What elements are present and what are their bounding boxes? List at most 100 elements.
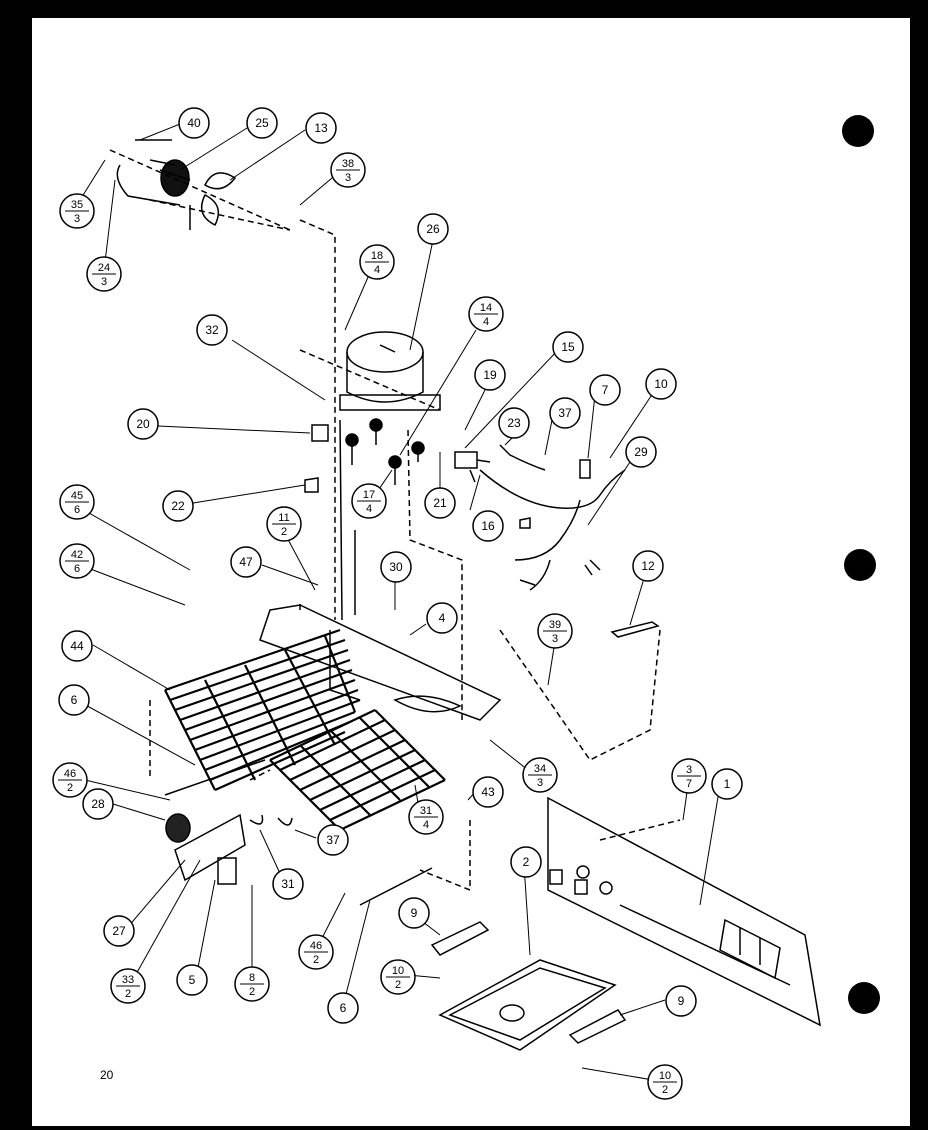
callout-circle bbox=[103, 915, 135, 947]
callout-number: 6 bbox=[340, 1001, 347, 1015]
callout-denominator: 6 bbox=[74, 504, 80, 516]
callout-circle bbox=[417, 213, 449, 245]
condenser-coil bbox=[164, 628, 361, 792]
leader-lines bbox=[79, 123, 721, 1083]
callout-42-6: 426 bbox=[59, 543, 95, 579]
callout-10-2a: 102 bbox=[380, 959, 416, 995]
callout-denominator: 2 bbox=[67, 782, 73, 794]
callout-number: 28 bbox=[91, 797, 105, 811]
callout-8-2: 82 bbox=[234, 966, 270, 1002]
callout-2: 2 bbox=[510, 846, 542, 878]
callout-number: 7 bbox=[602, 383, 609, 397]
callout-circle bbox=[82, 788, 114, 820]
callout-number: 40 bbox=[187, 116, 201, 130]
callout-46-2a: 462 bbox=[52, 762, 88, 798]
callout-10-2b: 102 bbox=[647, 1064, 683, 1100]
callout-denominator: 7 bbox=[686, 778, 692, 790]
callout-denominator: 3 bbox=[345, 172, 351, 184]
callout-numerator: 10 bbox=[659, 1070, 671, 1082]
callout-circle bbox=[317, 824, 349, 856]
callout-25: 25 bbox=[246, 107, 278, 139]
callout-number: 16 bbox=[481, 519, 495, 533]
callout-circle bbox=[549, 397, 581, 429]
callout-number: 4 bbox=[439, 611, 446, 625]
callout-4: 4 bbox=[426, 602, 458, 634]
callout-number: 37 bbox=[326, 833, 340, 847]
callout-numerator: 38 bbox=[342, 158, 354, 170]
callout-circle bbox=[398, 897, 430, 929]
callout-21: 21 bbox=[424, 487, 456, 519]
callout-number: 2 bbox=[523, 855, 530, 869]
callout-17-4: 174 bbox=[351, 483, 387, 519]
callout-22: 22 bbox=[162, 490, 194, 522]
callout-circle bbox=[246, 107, 278, 139]
callout-number: 32 bbox=[205, 323, 219, 337]
callout-number: 13 bbox=[314, 121, 328, 135]
callout-35-3: 353 bbox=[59, 193, 95, 229]
callout-28: 28 bbox=[82, 788, 114, 820]
callout-16: 16 bbox=[472, 510, 504, 542]
page-number: 20 bbox=[100, 1068, 114, 1082]
callout-circle bbox=[632, 550, 664, 582]
callout-number: 21 bbox=[433, 496, 447, 510]
binder-hole bbox=[848, 982, 880, 1014]
callout-numerator: 8 bbox=[249, 972, 255, 984]
callout-circle bbox=[178, 107, 210, 139]
callout-circle bbox=[625, 436, 657, 468]
callout-circle bbox=[424, 487, 456, 519]
motor-bracket bbox=[165, 813, 293, 885]
callout-circle bbox=[474, 359, 506, 391]
callout-circle bbox=[272, 868, 304, 900]
callout-number: 37 bbox=[558, 406, 572, 420]
callout-47: 47 bbox=[230, 546, 262, 578]
callout-denominator: 2 bbox=[313, 954, 319, 966]
fan-motor-assembly bbox=[116, 139, 237, 230]
callout-numerator: 3 bbox=[686, 764, 692, 776]
callout-13: 13 bbox=[305, 112, 337, 144]
callout-15: 15 bbox=[552, 331, 584, 363]
callout-number: 9 bbox=[411, 906, 418, 920]
base-pan bbox=[259, 604, 502, 721]
callout-number: 30 bbox=[389, 560, 403, 574]
callout-numerator: 42 bbox=[71, 549, 83, 561]
callout-circle bbox=[380, 551, 412, 583]
callout-30: 30 bbox=[380, 551, 412, 583]
callout-7: 7 bbox=[589, 374, 621, 406]
access-panel bbox=[547, 796, 821, 1027]
callout-27: 27 bbox=[103, 915, 135, 947]
callout-number: 22 bbox=[171, 499, 185, 513]
callout-denominator: 6 bbox=[74, 563, 80, 575]
callout-numerator: 34 bbox=[534, 763, 546, 775]
callout-32: 32 bbox=[196, 314, 228, 346]
callout-23: 23 bbox=[498, 407, 530, 439]
callout-6a: 6 bbox=[58, 684, 90, 716]
callout-number: 6 bbox=[71, 693, 78, 707]
callout-numerator: 31 bbox=[420, 805, 432, 817]
callout-number: 43 bbox=[481, 785, 495, 799]
callout-numerator: 35 bbox=[71, 199, 83, 211]
callout-39-3: 393 bbox=[537, 613, 573, 649]
callout-number: 26 bbox=[426, 222, 440, 236]
callout-denominator: 2 bbox=[662, 1084, 668, 1096]
mounting-rods bbox=[164, 419, 433, 906]
callout-24-3: 243 bbox=[86, 256, 122, 292]
callout-numerator: 14 bbox=[480, 302, 492, 314]
callout-number: 25 bbox=[255, 116, 269, 130]
callout-number: 47 bbox=[239, 555, 253, 569]
callout-numerator: 24 bbox=[98, 262, 110, 274]
callout-34-3: 343 bbox=[522, 757, 558, 793]
assembly-lines bbox=[109, 149, 681, 892]
callout-circle bbox=[510, 846, 542, 878]
callout-20: 20 bbox=[127, 408, 159, 440]
callout-circle bbox=[230, 546, 262, 578]
callout-circle bbox=[176, 964, 208, 996]
callout-26: 26 bbox=[417, 213, 449, 245]
callout-circle bbox=[711, 768, 743, 800]
callout-18-4: 184 bbox=[359, 244, 395, 280]
callout-numerator: 10 bbox=[392, 965, 404, 977]
callout-numerator: 17 bbox=[363, 489, 375, 501]
callout-circle bbox=[327, 992, 359, 1024]
callout-number: 31 bbox=[281, 877, 295, 891]
callout-number: 5 bbox=[189, 973, 196, 987]
